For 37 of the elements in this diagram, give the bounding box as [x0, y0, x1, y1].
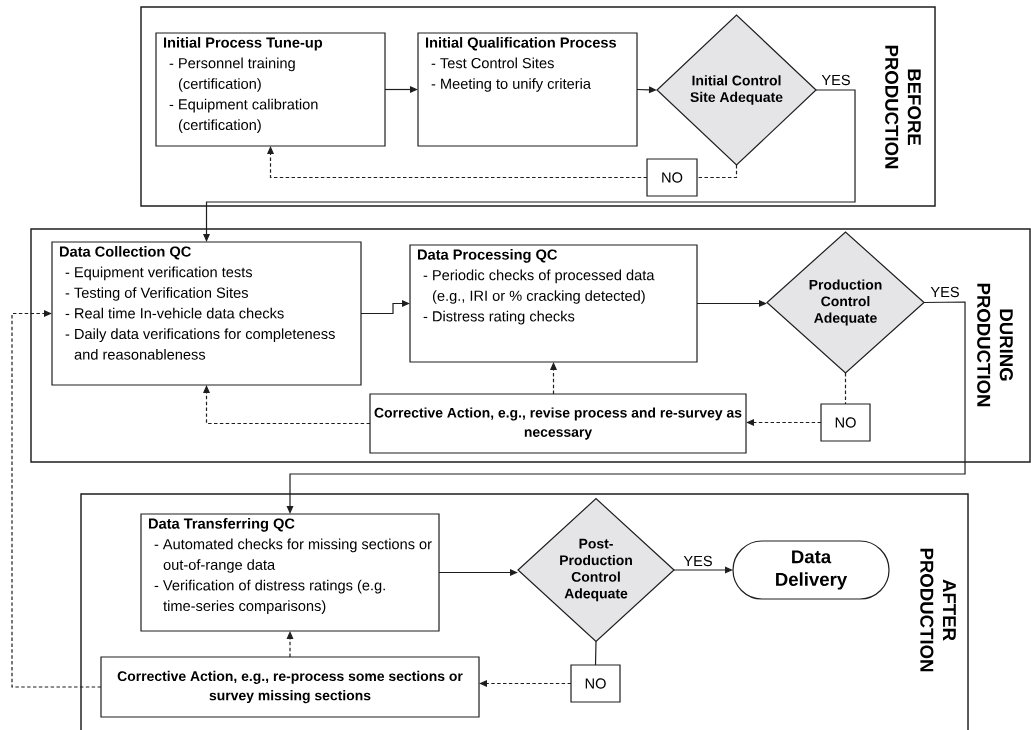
terminal-box: Data Delivery	[732, 540, 890, 600]
arrow	[438, 569, 518, 576]
arrow	[267, 146, 648, 179]
stage-heading: AFTER PRODUCTION	[920, 548, 956, 672]
action-box: Corrective Action, e.g., revise process and re-survey as necessary	[369, 393, 747, 454]
edge-label: YES	[929, 285, 961, 299]
connector-line	[844, 372, 847, 405]
connector-line	[594, 640, 597, 666]
outcome-box: NO	[646, 158, 698, 197]
arrow	[696, 300, 767, 307]
arrow	[286, 301, 966, 514]
arrow	[746, 419, 822, 426]
outcome-box: NO	[820, 403, 871, 442]
edge-label: YES	[820, 73, 852, 87]
arrow	[203, 385, 371, 425]
stage-panel	[30, 228, 1031, 463]
stage-panel	[140, 6, 936, 207]
process-box: Data Processing QC - Periodic checks of processed data (e.g., IRI or % cracking detected) - Distress rating checks	[409, 244, 698, 363]
edge-label: YES	[682, 554, 714, 568]
process-box: Initial Process Tune-up - Personnel training (certification) - Equipment calibration (certification)	[155, 32, 386, 147]
arrow	[11, 310, 102, 688]
process-box: Data Transferring QC - Automated checks for missing sections or out-of-range data - Verification of distress ratings (e.g. time-series comparisons)	[140, 513, 440, 632]
arrow	[203, 89, 856, 242]
arrow	[550, 362, 557, 395]
stage-heading: DURING PRODUCTION	[977, 283, 1013, 407]
arrow	[479, 680, 572, 687]
process-box: Data Collection QC - Equipment verification tests - Testing of Verification Sites - Real time In-vehicle data checks - Daily data verifications for completeness and reasonableness	[51, 241, 362, 386]
process-box: Initial Qualification Process - Test Control Sites - Meeting to unify criteria	[417, 32, 638, 147]
outcome-box: NO	[570, 664, 621, 703]
arrow	[673, 566, 733, 574]
arrow	[360, 300, 410, 315]
arrow	[384, 86, 418, 93]
connector-line	[696, 164, 738, 179]
stage-panel	[80, 493, 969, 730]
arrow	[286, 631, 294, 658]
stage-heading: BEFORE PRODUCTION	[885, 45, 921, 169]
action-box: Corrective Action, e.g., re-process some sections or survey missing sections	[100, 656, 480, 718]
